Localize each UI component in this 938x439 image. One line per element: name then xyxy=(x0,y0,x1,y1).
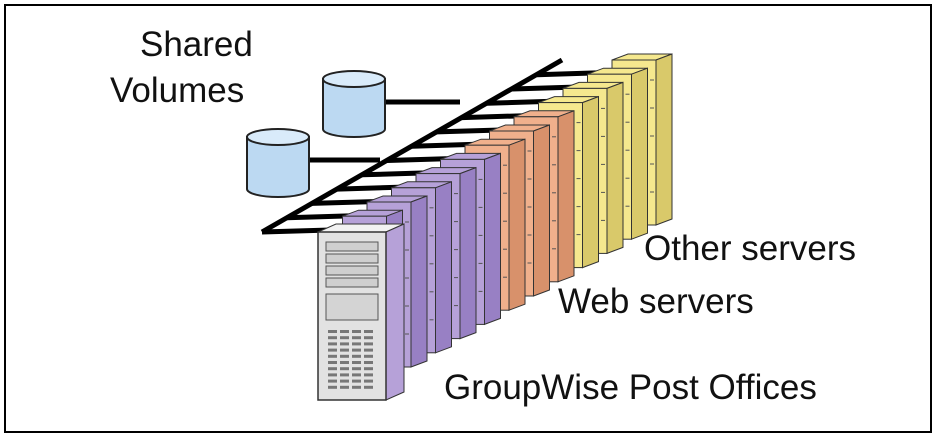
vent-slot xyxy=(352,367,361,371)
cabinet-side xyxy=(508,138,526,311)
vent-slot xyxy=(352,342,361,346)
cabinet-side xyxy=(459,166,477,340)
drive-bay xyxy=(325,241,379,252)
vent-slot xyxy=(328,354,337,358)
vent-slot xyxy=(364,385,373,389)
cabinet-side xyxy=(435,181,452,354)
label-web-servers: Web servers xyxy=(558,282,754,321)
shared-volume-2 xyxy=(246,128,310,198)
vent-slot xyxy=(364,361,373,364)
vent-slot xyxy=(352,373,361,377)
cabinet-side xyxy=(533,124,550,297)
label-other-servers: Other servers xyxy=(644,229,856,268)
volume-body xyxy=(322,78,386,138)
vent-slot xyxy=(340,354,349,358)
label-shared-volumes-line2: Volumes xyxy=(110,71,245,110)
vent-slot xyxy=(328,336,337,340)
front-server-tower xyxy=(317,223,405,401)
vent-slot xyxy=(328,379,337,383)
label-groupwise-post-offices: GroupWise Post Offices xyxy=(444,368,817,407)
vent-slot xyxy=(340,330,349,333)
cabinet-side xyxy=(606,81,624,255)
vent-slot xyxy=(328,348,337,352)
vent-slot xyxy=(352,354,361,358)
vent-slot xyxy=(340,361,349,364)
vent-slot xyxy=(352,336,361,340)
vent-slot xyxy=(352,385,361,389)
label-shared-volumes-line1: Shared xyxy=(140,25,253,64)
drive-bay xyxy=(325,253,379,264)
tower-panel xyxy=(325,293,379,321)
cabinet-side xyxy=(484,152,501,326)
vent-slot xyxy=(352,330,361,333)
vent-slot xyxy=(328,385,337,389)
shared-volume-1 xyxy=(322,70,386,138)
vent-slot xyxy=(352,379,361,383)
tower-side xyxy=(385,223,405,401)
vent-slot xyxy=(328,373,337,377)
cabinet-side xyxy=(410,195,428,368)
vent-slot xyxy=(340,342,349,346)
vent-slot xyxy=(364,373,373,377)
cabinet-side xyxy=(655,53,673,226)
vent-slot xyxy=(364,379,373,383)
vent-slot xyxy=(328,330,337,333)
vent-slot xyxy=(364,342,373,346)
vent-slot xyxy=(352,361,361,364)
vent-slot xyxy=(340,367,349,371)
volume-top xyxy=(246,128,310,146)
vent-slot xyxy=(364,348,373,352)
vent-slot xyxy=(340,385,349,389)
cabinet-side xyxy=(557,110,575,283)
vent-slot xyxy=(352,348,361,352)
vent-slot xyxy=(340,373,349,377)
volume-top xyxy=(322,70,386,88)
vent-slot xyxy=(340,336,349,340)
vent-slot xyxy=(328,361,337,364)
vent-slot xyxy=(364,354,373,358)
drive-bay xyxy=(325,265,379,276)
volume-body xyxy=(246,136,310,198)
vent-slot xyxy=(340,348,349,352)
vent-slot xyxy=(364,330,373,333)
vent-slot xyxy=(340,379,349,383)
vent-slot xyxy=(328,342,337,346)
cabinet-side xyxy=(631,67,648,240)
vent-slot xyxy=(364,336,373,340)
cabinet-side xyxy=(582,95,599,269)
drive-bay xyxy=(325,277,379,288)
vent-slot xyxy=(328,367,337,371)
vent-slot xyxy=(364,367,373,371)
